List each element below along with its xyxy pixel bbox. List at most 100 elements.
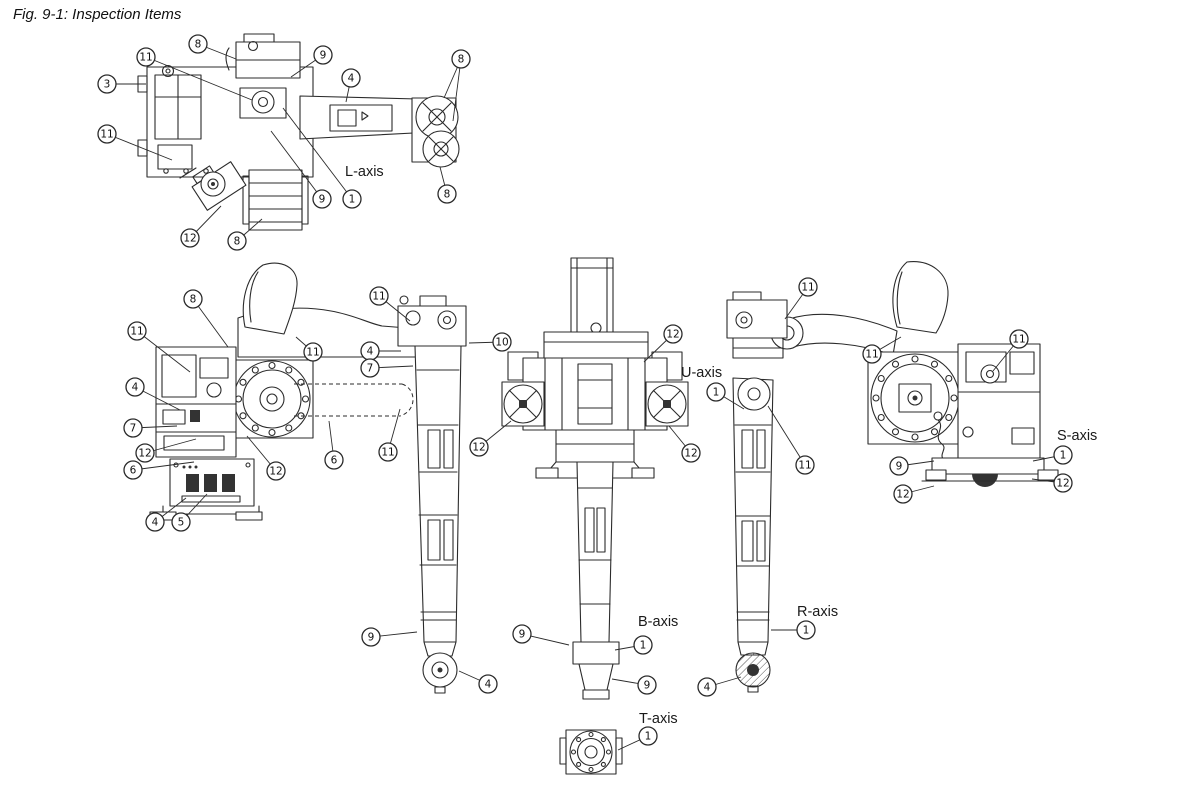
svg-text:8: 8 — [458, 54, 465, 66]
callout-11: 11 — [369, 286, 389, 306]
svg-text:6: 6 — [331, 455, 338, 467]
svg-text:8: 8 — [190, 294, 197, 306]
callout-9: 9 — [889, 456, 909, 476]
callout-1: 1 — [638, 726, 658, 746]
svg-text:6: 6 — [130, 465, 137, 477]
callout-3: 3 — [97, 74, 117, 94]
svg-text:7: 7 — [130, 423, 137, 435]
axis-label-t-axis: T-axis — [639, 711, 678, 727]
svg-text:9: 9 — [519, 629, 526, 641]
callout-leader — [145, 56, 253, 101]
svg-text:11: 11 — [865, 349, 878, 361]
svg-text:12: 12 — [269, 466, 282, 478]
svg-text:8: 8 — [234, 236, 241, 248]
callout-11: 11 — [97, 124, 117, 144]
callout-8: 8 — [183, 289, 203, 309]
callout-12: 12 — [180, 228, 200, 248]
svg-text:11: 11 — [381, 447, 394, 459]
callout-12: 12 — [893, 484, 913, 504]
callout-5: 5 — [171, 512, 191, 532]
svg-text:4: 4 — [367, 346, 374, 358]
callout-4: 4 — [478, 674, 498, 694]
svg-text:12: 12 — [183, 233, 196, 245]
callout-7: 7 — [360, 358, 380, 378]
axis-label-u-axis: U-axis — [681, 365, 722, 381]
callout-8: 8 — [437, 184, 457, 204]
callout-4: 4 — [145, 512, 165, 532]
callout-4: 4 — [341, 68, 361, 88]
robot-view-rear — [501, 257, 689, 775]
svg-text:11: 11 — [100, 129, 113, 141]
callout-11: 11 — [136, 47, 156, 67]
svg-text:1: 1 — [1060, 450, 1067, 462]
callout-1: 1 — [633, 635, 653, 655]
callout-12: 12 — [1053, 473, 1073, 493]
callout-1: 1 — [796, 620, 816, 640]
svg-text:7: 7 — [367, 363, 374, 375]
svg-text:9: 9 — [319, 194, 326, 206]
callout-12: 12 — [681, 443, 701, 463]
axis-label-s-axis: S-axis — [1057, 428, 1097, 444]
svg-text:8: 8 — [444, 189, 451, 201]
callout-leader — [136, 330, 191, 373]
svg-text:11: 11 — [130, 326, 143, 338]
callout-9: 9 — [637, 675, 657, 695]
callout-leader — [106, 133, 173, 161]
axis-label-r-axis: R-axis — [797, 604, 838, 620]
svg-text:1: 1 — [645, 731, 652, 743]
svg-text:11: 11 — [1012, 334, 1025, 346]
svg-text:10: 10 — [495, 337, 508, 349]
callout-4: 4 — [360, 341, 380, 361]
callout-11: 11 — [795, 455, 815, 475]
callout-12: 12 — [469, 437, 489, 457]
svg-text:9: 9 — [320, 50, 327, 62]
callout-4: 4 — [697, 677, 717, 697]
robot-view-folded-side — [137, 33, 460, 231]
callout-12: 12 — [663, 324, 683, 344]
callout-8: 8 — [227, 231, 247, 251]
callout-11: 11 — [862, 344, 882, 364]
callout-9: 9 — [512, 624, 532, 644]
figure-title: Fig. 9-1: Inspection Items — [13, 6, 182, 23]
svg-text:9: 9 — [896, 461, 903, 473]
robot-view-right-side — [726, 261, 1063, 693]
callout-leader — [192, 298, 229, 348]
callout-11: 11 — [798, 277, 818, 297]
callout-1: 1 — [1053, 445, 1073, 465]
callout-9: 9 — [361, 627, 381, 647]
callout-11: 11 — [378, 442, 398, 462]
svg-text:11: 11 — [798, 460, 811, 472]
svg-text:11: 11 — [306, 347, 319, 359]
callout-11: 11 — [303, 342, 323, 362]
callout-leader — [452, 58, 462, 122]
svg-text:4: 4 — [132, 382, 139, 394]
callout-12: 12 — [266, 461, 286, 481]
callout-8: 8 — [188, 34, 208, 54]
svg-text:12: 12 — [1056, 478, 1069, 490]
svg-text:8: 8 — [195, 39, 202, 51]
svg-text:1: 1 — [640, 640, 647, 652]
callout-10: 10 — [492, 332, 512, 352]
callout-6: 6 — [324, 450, 344, 470]
callout-6: 6 — [123, 460, 143, 480]
svg-text:4: 4 — [348, 73, 355, 85]
svg-text:1: 1 — [713, 387, 720, 399]
svg-text:12: 12 — [138, 448, 151, 460]
callout-leader — [132, 461, 195, 471]
callout-7: 7 — [123, 418, 143, 438]
robot-view-front-left — [149, 262, 467, 694]
svg-text:4: 4 — [704, 682, 711, 694]
svg-text:12: 12 — [896, 489, 909, 501]
callout-4: 4 — [125, 377, 145, 397]
svg-text:12: 12 — [684, 448, 697, 460]
axis-label-b-axis: B-axis — [638, 614, 678, 630]
svg-text:12: 12 — [472, 442, 485, 454]
svg-text:1: 1 — [803, 625, 810, 637]
callout-12: 12 — [135, 443, 155, 463]
axis-label-l-axis: L-axis — [345, 164, 384, 180]
callout-11: 11 — [1009, 329, 1029, 349]
svg-text:12: 12 — [666, 329, 679, 341]
svg-text:4: 4 — [485, 679, 492, 691]
